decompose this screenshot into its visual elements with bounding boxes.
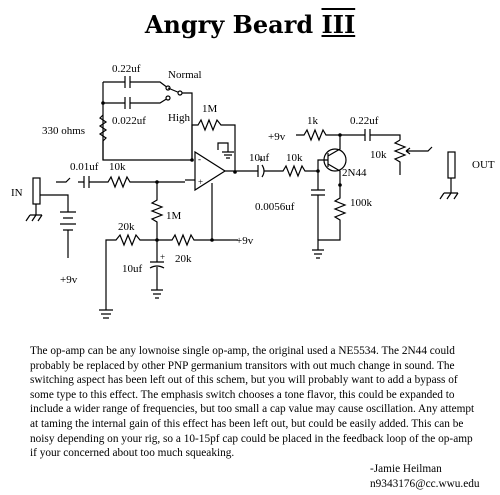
label-cap-mid: 0.022uf bbox=[112, 115, 146, 127]
label-cap-0056: 0.0056uf bbox=[255, 201, 295, 213]
emphasis-network bbox=[98, 76, 193, 161]
label-plus9v-a: +9v bbox=[268, 131, 286, 143]
label-330-ohms: 330 ohms bbox=[42, 125, 85, 137]
description-line: switching aspect has been left out of th… bbox=[30, 374, 458, 387]
label-20k-left: 20k bbox=[118, 221, 135, 233]
label-100k: 100k bbox=[350, 197, 373, 209]
label-1k: 1k bbox=[307, 115, 319, 127]
label-cap-plus-a: + bbox=[258, 155, 263, 165]
description-line: some type to this effect. The emphasis s… bbox=[30, 388, 455, 401]
label-out: OUT bbox=[472, 159, 495, 171]
label-plus9v-battery: +9v bbox=[60, 274, 78, 286]
label-1m-bias: 1M bbox=[166, 210, 182, 222]
label-opamp-minus: - bbox=[198, 154, 201, 164]
label-high: High bbox=[168, 112, 191, 124]
label-20k-right: 20k bbox=[175, 253, 192, 265]
title-text: Angry Beard bbox=[144, 10, 314, 39]
title-numeral: III bbox=[321, 10, 356, 39]
label-transistor: 2N44 bbox=[342, 167, 367, 179]
label-cap-10uf-bias: 10uf bbox=[122, 263, 143, 275]
transistor-stage bbox=[252, 128, 459, 259]
label-cap-in: 0.01uf bbox=[70, 161, 99, 173]
label-opamp-plus: + bbox=[198, 177, 203, 187]
label-cap-plus-b: + bbox=[160, 252, 165, 262]
label-cap-out: 0.22uf bbox=[350, 115, 379, 127]
schematic-title: Angry Beard III bbox=[0, 10, 500, 39]
description-line: The op-amp can be any lownoise single op… bbox=[30, 345, 455, 357]
signature-name: -Jamie Heilman bbox=[370, 463, 442, 475]
label-10k-in: 10k bbox=[109, 161, 126, 173]
schematic-labels: 0.22uf Normal 0.022uf High 330 ohms 1M 1… bbox=[11, 63, 495, 286]
description-text: The op-amp can be any lownoise single op… bbox=[30, 344, 485, 461]
label-1m-feedback: 1M bbox=[202, 103, 218, 115]
bias-network bbox=[99, 182, 238, 319]
signature-email: n9343176@cc.wwu.edu bbox=[370, 477, 480, 490]
op-amp bbox=[185, 118, 252, 240]
description-line: include a wider range of frequencies, bu… bbox=[30, 403, 475, 416]
label-normal: Normal bbox=[168, 69, 202, 81]
label-in: IN bbox=[11, 187, 23, 199]
description-line: at taming the internal gain of this effe… bbox=[30, 417, 464, 430]
label-cap-10uf: 10uf bbox=[249, 152, 270, 164]
label-cap-top: 0.22uf bbox=[112, 63, 141, 75]
label-10k-b: 10k bbox=[286, 152, 303, 164]
label-pot-10k: 10k bbox=[370, 149, 387, 161]
signature: -Jamie Heilman n9343176@cc.wwu.edu bbox=[370, 462, 480, 491]
label-plus9v-b: +9v bbox=[236, 235, 254, 247]
input-stage bbox=[25, 175, 185, 258]
circuit-schematic: 0.22uf Normal 0.022uf High 330 ohms 1M 1… bbox=[11, 63, 495, 319]
description-line: if your concerned about too much squeaki… bbox=[30, 447, 235, 460]
description-line: probably be replaced by other PNP german… bbox=[30, 359, 455, 372]
description-line: noisy depending on your rig, so a 10-15p… bbox=[30, 432, 473, 445]
